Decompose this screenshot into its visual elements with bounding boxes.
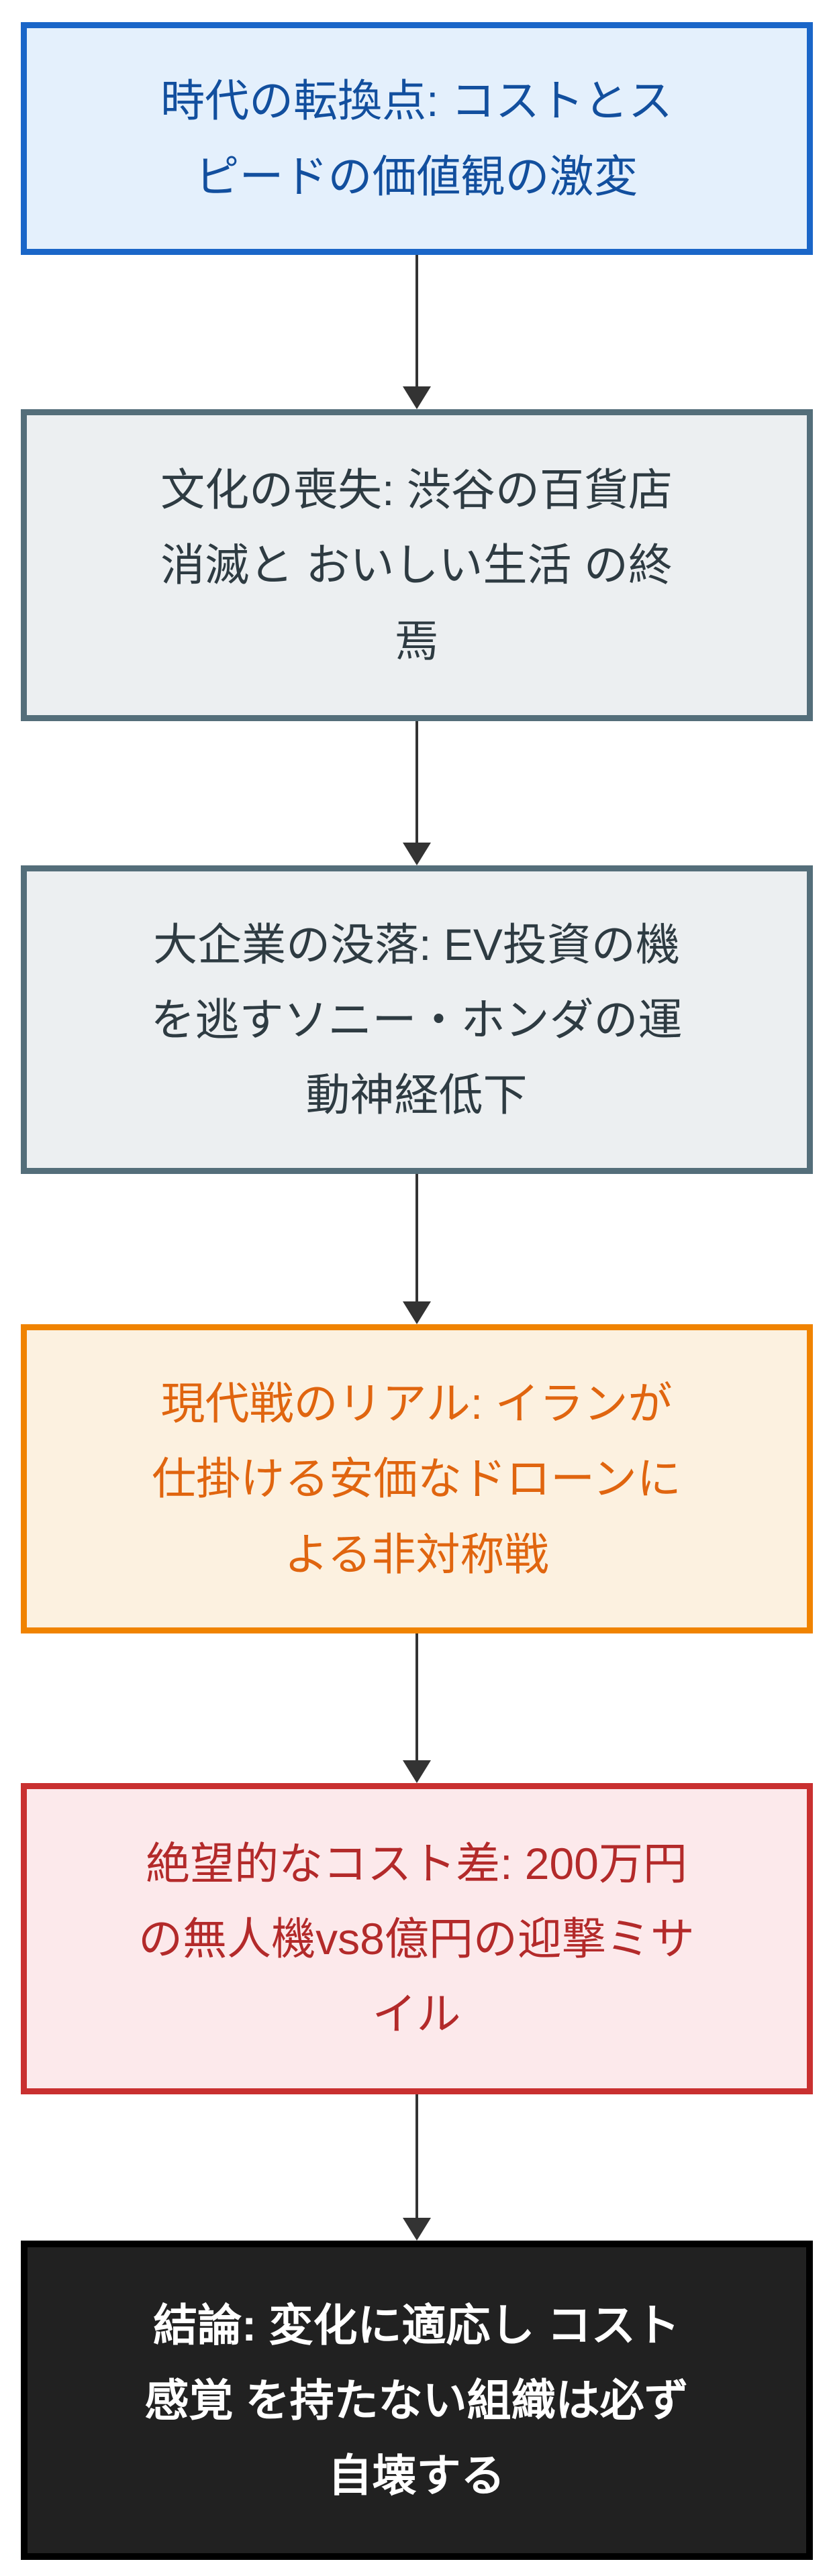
flow-arrow-5 [402,2094,431,2241]
arrow-head-icon [402,386,431,409]
arrow-head-icon [402,2218,431,2241]
arrow-line [415,1174,418,1301]
flow-arrow-3 [402,1174,431,1324]
node-era-turning-point: 時代の転換点: コストとス ピードの価値観の激変 [20,22,813,255]
flow-arrow-2 [402,721,431,865]
node-corporate-decline: 大企業の没落: EV投資の機 を逃すソニー・ホンダの運 動神経低下 [20,865,813,1174]
node-conclusion: 結論: 変化に適応し コスト 感覚 を持たない組織は必ず 自壊する [20,2241,813,2560]
node-culture-loss-label: 文化の喪失: 渋谷の百貨店 消滅と おいしい生活 の終 焉 [160,465,673,665]
node-conclusion-label: 結論: 変化に適応し コスト 感覚 を持たない組織は必ず 自壊する [144,2300,689,2501]
node-modern-warfare: 現代戦のリアル: イランが 仕掛ける安価なドローンに よる非対称戦 [20,1324,813,1633]
node-era-turning-point-label: 時代の転換点: コストとス ピードの価値観の激変 [160,76,673,201]
arrow-head-icon [402,843,431,865]
arrow-line [415,2094,418,2218]
arrow-head-icon [402,1301,431,1324]
node-cost-gap: 絶望的なコスト差: 200万円 の無人機vs8億円の迎撃ミサ イル [20,1783,813,2094]
arrow-head-icon [402,1760,431,1783]
node-modern-warfare-label: 現代戦のリアル: イランが 仕掛ける安価なドローンに よる非対称戦 [152,1379,681,1579]
arrow-line [415,1633,418,1760]
node-culture-loss: 文化の喪失: 渋谷の百貨店 消滅と おいしい生活 の終 焉 [20,409,813,721]
node-corporate-decline-label: 大企業の没落: EV投資の機 を逃すソニー・ホンダの運 動神経低下 [150,919,683,1120]
flow-arrow-1 [402,255,431,409]
flow-arrow-4 [402,1633,431,1783]
arrow-line [415,255,418,386]
arrow-line [415,721,418,843]
node-cost-gap-label: 絶望的なコスト差: 200万円 の無人機vs8億円の迎撃ミサ イル [138,1838,695,2039]
